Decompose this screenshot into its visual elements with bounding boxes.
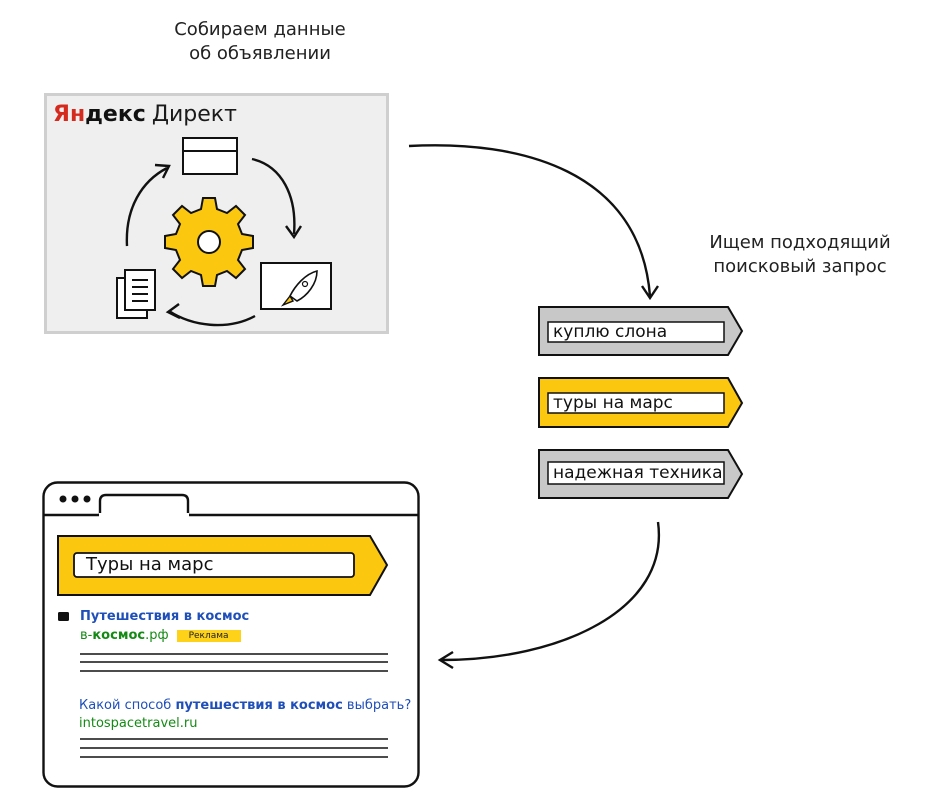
query-text-1: куплю слона: [553, 322, 668, 342]
caption-search-line2: поисковый запрос: [713, 256, 887, 277]
organic-title-link[interactable]: Какой способ путешествия в космос выбрат…: [79, 698, 412, 713]
direct-cycle-illustration: [116, 137, 332, 327]
rocket-banner-icon: [260, 262, 332, 310]
ad-title-link[interactable]: Путешествия в космос: [80, 609, 250, 624]
ad-favicon-icon: [58, 612, 69, 621]
logo-yandex: Яндекс: [53, 102, 146, 127]
caption-search-query: Ищем подходящий поисковый запрос: [690, 231, 910, 279]
arrow-to-queries: [408, 144, 659, 301]
gear-icon: [164, 197, 254, 287]
ad-snippet-lines: [80, 653, 388, 672]
query-text-3: надежная техника: [553, 463, 723, 483]
query-text-2: туры на марс: [553, 393, 673, 413]
documents-icon: [116, 269, 156, 319]
search-input-text[interactable]: Туры на марс: [86, 554, 214, 575]
ad-card-icon: [182, 137, 238, 175]
window-dots-icon: [59, 495, 91, 503]
arrow-to-browser: [437, 521, 661, 670]
caption-search-line1: Ищем подходящий: [709, 232, 891, 253]
query-tag-2[interactable]: [538, 377, 744, 428]
query-tag-1[interactable]: [538, 306, 744, 356]
caption-collect-line1: Собираем данные: [174, 19, 346, 40]
organic-url[interactable]: intospacetravel.ru: [79, 716, 198, 731]
ad-label-badge: Реклама: [176, 629, 241, 642]
organic-snippet-lines: [80, 738, 388, 758]
cycle-arrows-icon: [125, 157, 303, 327]
search-bar[interactable]: [57, 535, 389, 596]
query-tag-3[interactable]: [538, 449, 744, 499]
caption-collect-data: Собираем данные об объявлении: [150, 18, 370, 66]
logo-direct: Директ: [151, 102, 237, 127]
caption-collect-line2: об объявлении: [189, 43, 331, 64]
